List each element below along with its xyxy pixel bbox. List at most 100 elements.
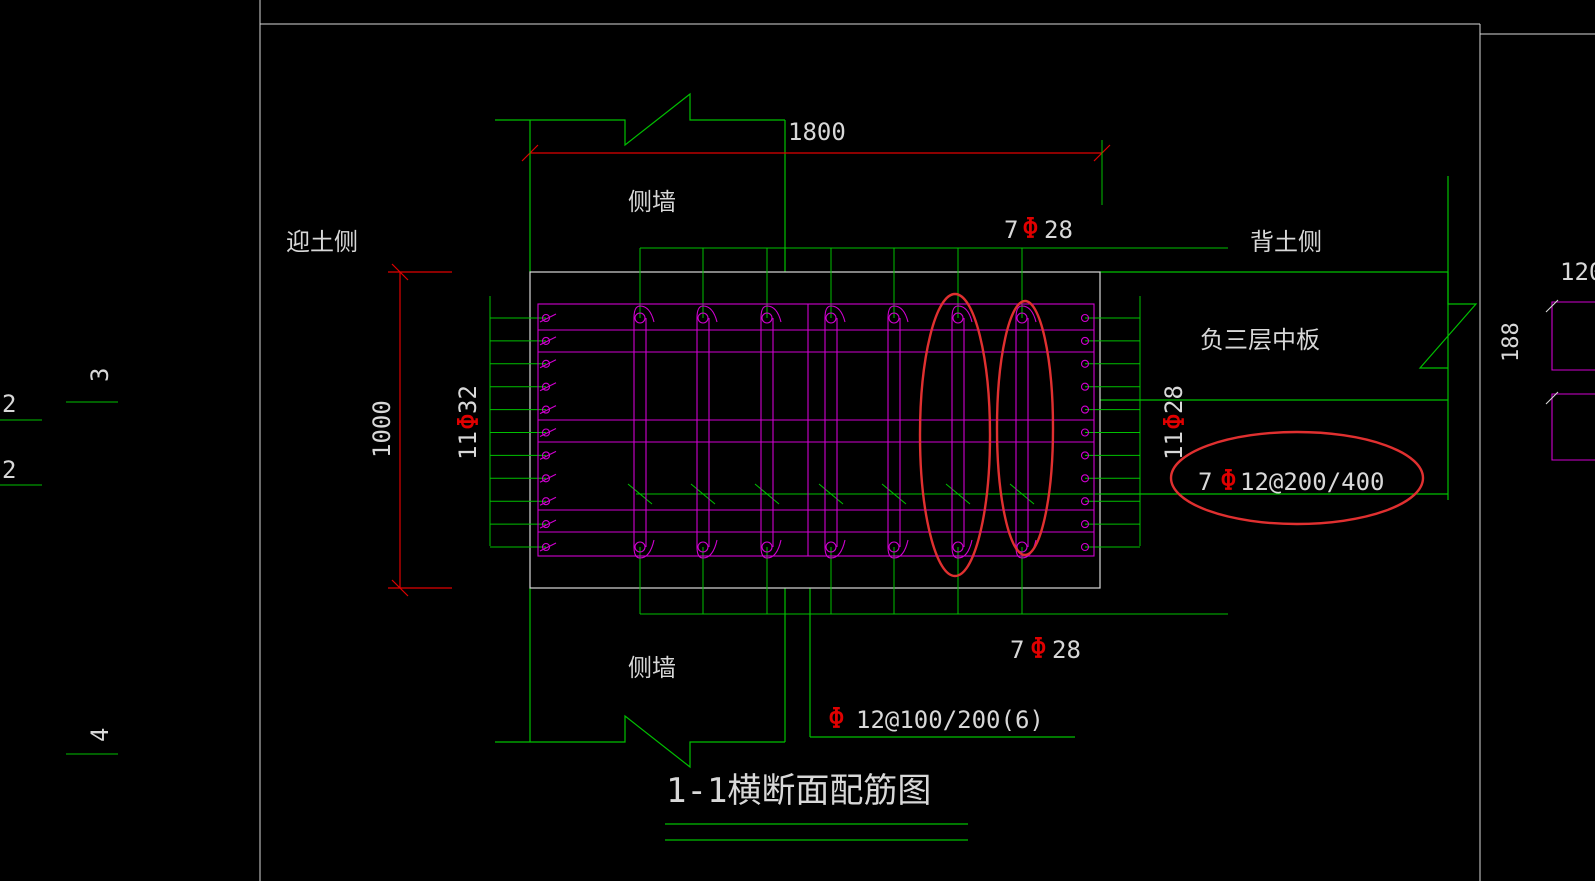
- margin-mark-b: 2: [2, 456, 16, 484]
- left-side-bar: [541, 542, 551, 552]
- stirrup-spec: 12@100/200(6): [856, 706, 1044, 734]
- right-side-bar: [1080, 542, 1090, 552]
- right-side-bar: [1080, 520, 1090, 529]
- bottom-hook: [951, 539, 973, 559]
- top-rebar-dot: [952, 312, 964, 324]
- right-side-bar: [1080, 382, 1090, 391]
- side-wall-top-label: 侧墙: [628, 188, 676, 216]
- tie-slash: [690, 483, 716, 505]
- highlight-ellipse-tie: [1169, 430, 1425, 526]
- right-side-bar: [1080, 451, 1090, 460]
- labels: 1800 1000 侧墙 侧墙 迎土侧 背土侧 负三层中板 120 188 1-…: [286, 118, 1595, 811]
- margin-mark-3: 3: [86, 368, 114, 382]
- right-side-bar: [1080, 313, 1090, 323]
- right-rebar-symbol: Φ: [1158, 413, 1191, 430]
- left-side-bar: [541, 359, 551, 368]
- top-hook: [696, 305, 718, 323]
- left-rebar-symbol: Φ: [452, 413, 485, 430]
- left-side-hook: [539, 336, 557, 346]
- bottom-rebar-dot: [697, 541, 709, 553]
- left-side-hook: [539, 382, 557, 392]
- top-rebar-dot: [888, 312, 900, 324]
- bottom-rebar-symbol: Φ: [1030, 632, 1047, 665]
- right-side-bar: [1080, 405, 1090, 414]
- top-rebar-dot: [825, 312, 837, 324]
- left-side-bar: [541, 336, 551, 345]
- top-hook: [824, 305, 846, 323]
- top-hook: [633, 305, 655, 323]
- left-rebar-size: 32: [454, 385, 482, 414]
- left-side-hook: [539, 359, 557, 369]
- bottom-rebar-dot: [1016, 541, 1028, 553]
- top-rebar-dot: [761, 312, 773, 324]
- right-vertical-label: 188: [1499, 322, 1524, 362]
- top-hook: [951, 305, 973, 323]
- top-rebar-count: 7: [1004, 216, 1018, 244]
- dimension-extensions: [529, 140, 1103, 205]
- left-side-bar: [541, 520, 551, 529]
- bottom-rebar-size: 28: [1052, 636, 1081, 664]
- outer-stirrup: [537, 303, 1095, 557]
- right-side-bar: [1080, 336, 1090, 345]
- left-side-hook: [539, 428, 557, 437]
- side-wall-bottom-label: 侧墙: [628, 654, 676, 682]
- soil-back-label: 背土侧: [1250, 228, 1322, 256]
- highlight-ellipse-right: [995, 299, 1055, 557]
- dimension-width-label: 1800: [788, 118, 846, 146]
- tie-slash: [818, 483, 844, 505]
- rebar-cage: [537, 303, 1095, 559]
- left-side-bar: [541, 451, 551, 460]
- stirrup-symbol: Φ: [828, 702, 845, 735]
- tie-slash: [754, 483, 780, 505]
- top-rebar-dot: [697, 312, 709, 324]
- right-rebar-count: 11: [1160, 431, 1188, 460]
- tie-slash: [1009, 483, 1035, 505]
- margin-mark-4: 4: [86, 728, 114, 742]
- top-hook: [887, 305, 909, 323]
- bottom-hook: [696, 539, 718, 559]
- bottom-rebar-count: 7: [1010, 636, 1024, 664]
- bottom-rebar-dot: [888, 541, 900, 553]
- tie-rebar-count: 7: [1198, 468, 1212, 496]
- highlight-ellipse-left: [918, 292, 992, 578]
- bottom-rebar-dot: [952, 541, 964, 553]
- bottom-rebar-dot: [761, 541, 773, 553]
- section-title: 1-1横断面配筋图: [666, 771, 931, 811]
- margin-mark-a: 2: [2, 390, 16, 418]
- beam-section-outline: [529, 271, 1101, 589]
- left-side-bar: [541, 405, 551, 414]
- dimension-height-label: 1000: [368, 400, 396, 458]
- right-rebar-size: 28: [1160, 385, 1188, 414]
- bottom-hook: [633, 539, 655, 559]
- left-side-hook: [539, 542, 557, 552]
- left-side-hook: [539, 473, 557, 483]
- top-rebar-size: 28: [1044, 216, 1073, 244]
- highlight-marks: [918, 292, 1425, 578]
- left-side-bar: [541, 313, 551, 323]
- right-side-bar: [1080, 359, 1090, 368]
- tie-rebar-symbol: Φ: [1220, 464, 1237, 497]
- top-rebar-dot: [634, 312, 646, 324]
- top-rebar-symbol: Φ: [1022, 212, 1039, 245]
- right-side-bar: [1080, 428, 1090, 437]
- left-side-hook: [539, 450, 557, 460]
- tie-slash: [945, 483, 971, 505]
- left-side-bar: [541, 474, 551, 483]
- bottom-hook: [760, 539, 782, 559]
- left-margin-marks: 2 2 3 4: [0, 368, 118, 755]
- top-hook: [760, 305, 782, 323]
- dimension-lines: [388, 144, 1111, 597]
- slab-label: 负三层中板: [1200, 326, 1320, 354]
- left-rebar-count: 11: [454, 431, 482, 460]
- bottom-hook: [824, 539, 846, 559]
- bottom-rebar-dot: [825, 541, 837, 553]
- right-partial-boxes: [1545, 299, 1595, 461]
- top-hook: [1015, 305, 1037, 323]
- tie-slash: [881, 483, 907, 505]
- left-side-hook: [539, 519, 557, 529]
- soil-front-label: 迎土侧: [286, 228, 358, 256]
- right-side-bar: [1080, 474, 1090, 483]
- right-side-bar: [1080, 497, 1090, 506]
